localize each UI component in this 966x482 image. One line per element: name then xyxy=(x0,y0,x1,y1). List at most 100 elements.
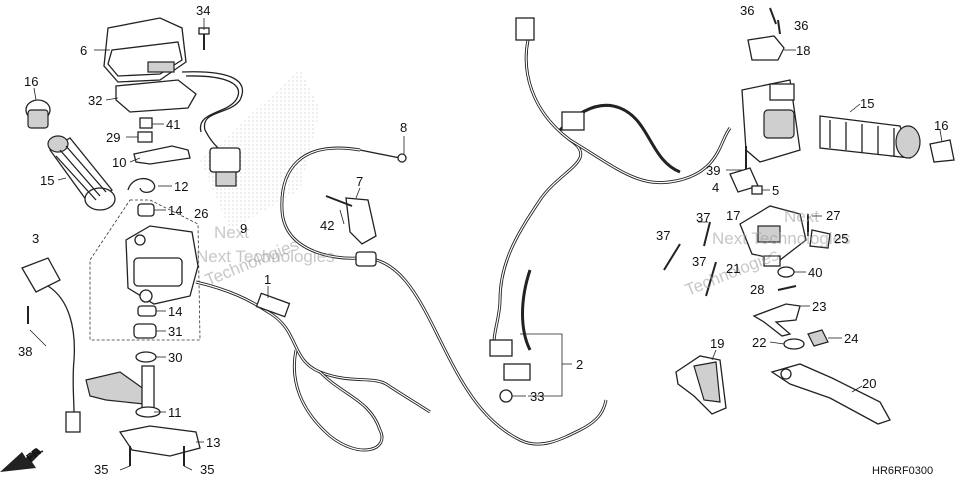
callout-29: 29 xyxy=(106,130,120,145)
bolt-37-a xyxy=(703,221,711,247)
handlebar-grip-right xyxy=(819,115,921,159)
callout-22: 22 xyxy=(752,335,766,350)
callout-20: 20 xyxy=(862,376,876,391)
bracket-10 xyxy=(133,145,191,165)
ring-22 xyxy=(783,338,805,350)
cable-end-8 xyxy=(397,153,407,163)
harness-connector-b xyxy=(503,363,531,381)
watermark-4: Next xyxy=(784,207,819,226)
bolt-42 xyxy=(325,195,353,207)
diagram-code: HR6RF0300 xyxy=(872,465,933,477)
clip-33 xyxy=(499,389,513,403)
throttle-housing xyxy=(125,225,199,305)
callout-7: 7 xyxy=(356,174,363,189)
callout-15-right: 15 xyxy=(860,96,874,111)
screw-34 xyxy=(198,27,210,50)
bracket-2 xyxy=(520,333,563,397)
callout-18: 18 xyxy=(796,43,810,58)
harness-connector-top xyxy=(515,17,535,41)
callout-4: 4 xyxy=(712,180,719,195)
callout-2: 2 xyxy=(576,357,583,372)
callout-28: 28 xyxy=(750,282,764,297)
callout-9: 9 xyxy=(240,221,247,236)
screw-36-b xyxy=(777,19,781,35)
callout-3: 3 xyxy=(32,231,39,246)
assembly-box xyxy=(89,199,201,341)
harness-connector-a xyxy=(489,339,513,357)
bolt-28 xyxy=(777,285,797,291)
callout-16-left: 16 xyxy=(24,74,38,89)
cable-bracket-7 xyxy=(345,197,377,245)
lever-20 xyxy=(770,363,891,425)
callout-12: 12 xyxy=(174,179,188,194)
callout-30: 30 xyxy=(168,350,182,365)
switch-wire xyxy=(181,71,244,151)
nut-5 xyxy=(751,185,763,195)
callout-5: 5 xyxy=(772,183,779,198)
choke-cable xyxy=(280,146,608,446)
callout-35-left: 35 xyxy=(94,462,108,477)
front-arrow-icon xyxy=(0,448,42,472)
clamp-18 xyxy=(747,35,785,61)
screw-36-a xyxy=(769,7,777,25)
callout-36-b: 36 xyxy=(794,18,808,33)
block-24 xyxy=(807,329,829,347)
seal-31 xyxy=(133,323,157,339)
switch-connector xyxy=(209,147,241,187)
callout-14-bottom: 14 xyxy=(168,304,182,319)
part-25 xyxy=(809,229,831,249)
wire-harness xyxy=(492,39,583,351)
washer-14-top xyxy=(137,203,155,217)
lower-clamp xyxy=(118,425,201,457)
callout-15-left: 15 xyxy=(40,173,54,188)
callout-8: 8 xyxy=(400,120,407,135)
callout-21: 21 xyxy=(726,261,740,276)
callout-10: 10 xyxy=(112,155,126,170)
throttle-lever xyxy=(85,365,161,418)
callout-24: 24 xyxy=(844,331,858,346)
callout-37-c: 37 xyxy=(692,254,706,269)
throttle-cable xyxy=(195,280,431,414)
watermark-6: Next Technologies xyxy=(712,229,851,248)
callout-17: 17 xyxy=(726,208,740,223)
watermark-3: Next Technologies xyxy=(196,247,335,266)
callout-25: 25 xyxy=(834,231,848,246)
grip-end-right xyxy=(929,139,955,163)
callout-35-right: 35 xyxy=(200,462,214,477)
callout-37-b: 37 xyxy=(656,228,670,243)
callout-14-top: 14 xyxy=(168,203,182,218)
nut-41 xyxy=(139,117,153,129)
callout-19: 19 xyxy=(710,336,724,351)
watermark-1: Next xyxy=(214,223,249,242)
cable-fitting-1 xyxy=(255,292,291,318)
washer-14 xyxy=(137,305,157,317)
callout-40: 40 xyxy=(808,265,822,280)
bolt-37-b xyxy=(663,243,681,271)
part-40 xyxy=(777,266,795,278)
callout-38: 38 xyxy=(18,344,32,359)
callout-23: 23 xyxy=(812,299,826,314)
callout-42: 42 xyxy=(320,218,334,233)
callout-34: 34 xyxy=(196,3,210,18)
callout-33: 33 xyxy=(530,389,544,404)
callout-36-a: 36 xyxy=(740,3,754,18)
callout-27: 27 xyxy=(826,208,840,223)
switch-housing-cover xyxy=(103,17,187,83)
callout-16-right: 16 xyxy=(934,118,948,133)
callout-32: 32 xyxy=(88,93,102,108)
switch-housing-right xyxy=(741,79,801,163)
bolt-37-c xyxy=(705,261,717,297)
spring-12 xyxy=(127,178,156,194)
lever-19 xyxy=(675,355,727,415)
callout-41: 41 xyxy=(166,117,180,132)
callout-39: 39 xyxy=(706,163,720,178)
harness-connector-mid xyxy=(561,111,585,131)
switch-3 xyxy=(21,257,81,433)
housing-gasket xyxy=(115,79,197,113)
callout-13: 13 xyxy=(206,435,220,450)
pivot-23 xyxy=(752,303,801,337)
callout-26: 26 xyxy=(194,206,208,221)
cable-fitting-9 xyxy=(355,251,377,267)
callout-31: 31 xyxy=(168,324,182,339)
